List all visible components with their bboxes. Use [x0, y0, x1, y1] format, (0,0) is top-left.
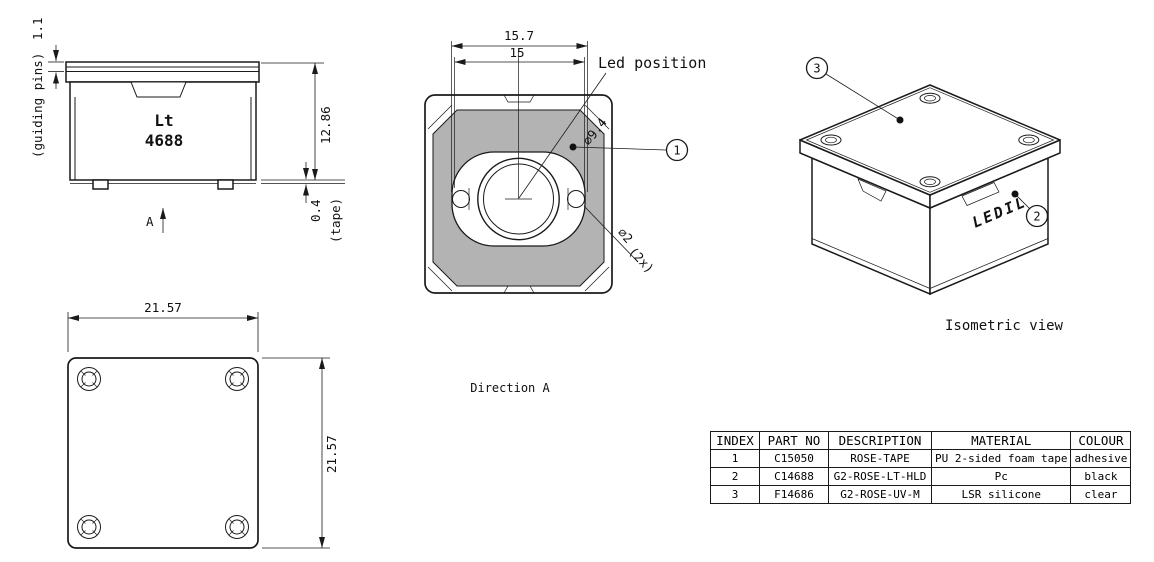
part-marking-line2: 4688 — [145, 131, 184, 150]
dim-front-outer: 15.7 — [451, 28, 588, 192]
balloon-2-label: 2 — [1033, 210, 1040, 224]
dim-pin-hole-count: (2x) — [626, 244, 658, 276]
balloon-3 — [805, 56, 829, 80]
col-header-index: INDEX — [710, 431, 760, 450]
dim-bottom-height: 21.57 — [262, 357, 339, 549]
pin-hole-left — [452, 190, 470, 208]
col-header-material: MATERIAL — [930, 431, 1072, 450]
cell-index: 2 — [710, 467, 760, 486]
guiding-pin-right — [217, 179, 234, 190]
balloon-1-callout: 1 — [569, 138, 689, 162]
col-header-description: DESCRIPTION — [828, 431, 932, 450]
isometric-view-caption: Isometric view — [945, 318, 1064, 334]
iso-top-face-inner-edge — [805, 87, 1055, 193]
iso-corner-hole-left — [820, 134, 842, 146]
iso-clip-left — [857, 178, 887, 202]
side-view-part: Lt 4688 — [65, 61, 260, 190]
corner-hole-top-left — [77, 367, 101, 391]
cell-part-no: C14688 — [759, 467, 829, 486]
cell-material: Pc — [930, 467, 1072, 486]
balloon-1 — [665, 138, 689, 162]
parts-table-row-3: 3 F14686 G2-ROSE-UV-M LSR silicone clear — [710, 485, 1132, 504]
dim-bottom-width-value: 21.57 — [144, 300, 182, 315]
led-position-label: Led position — [598, 54, 706, 72]
dim-bottom-height-value: 21.57 — [324, 435, 339, 473]
side-tab — [130, 81, 187, 98]
col-header-colour: COLOUR — [1070, 431, 1132, 450]
side-view: Lt 4688 1.1 (guiding pins) 12.86 0.4 (ta… — [30, 17, 345, 243]
dim-guiding-pins-note: (guiding pins) — [30, 53, 45, 158]
dim-tape-value: 0.4 — [308, 199, 323, 222]
cell-description: G2-ROSE-LT-HLD — [828, 467, 932, 486]
parts-table: INDEX PART NO DESCRIPTION MATERIAL COLOU… — [710, 431, 1132, 504]
cell-colour: adhesive — [1070, 449, 1132, 468]
cell-colour: clear — [1070, 485, 1132, 504]
dim-tape: 0.4 (tape) — [261, 162, 345, 243]
corner-hole-top-right — [225, 367, 249, 391]
balloon-2 — [1025, 204, 1049, 228]
cell-material: PU 2-sided foam tape — [930, 449, 1072, 468]
corner-hole-bottom-right — [225, 515, 249, 539]
balloon-2-callout: 2 — [1011, 190, 1049, 228]
iso-clip-right — [961, 182, 1000, 206]
direction-a-arrow-label: A — [146, 214, 154, 229]
parts-table-header-row: INDEX PART NO DESCRIPTION MATERIAL COLOU… — [710, 431, 1132, 450]
dim-front-inner-value: 15 — [509, 45, 524, 60]
dim-guiding-pins-value: 1.1 — [30, 17, 45, 40]
dim-front-outer-value: 15.7 — [504, 28, 534, 43]
bottom-body-outline — [67, 357, 259, 549]
cell-description: G2-ROSE-UV-M — [828, 485, 932, 504]
cell-index: 1 — [710, 449, 760, 468]
dim-side-height: 12.86 — [261, 62, 345, 181]
balloon-3-label: 3 — [813, 62, 820, 76]
led-position-callout: Led position — [518, 54, 706, 199]
dim-tape-note: (tape) — [328, 198, 343, 243]
dim-guiding-pins: 1.1 (guiding pins) — [30, 17, 64, 158]
cell-description: ROSE-TAPE — [828, 449, 932, 468]
cell-colour: black — [1070, 467, 1132, 486]
corner-hole-bottom-left — [77, 515, 101, 539]
cell-index: 3 — [710, 485, 760, 504]
iso-top-face — [799, 84, 1061, 196]
front-view-caption: Direction A — [470, 381, 550, 395]
side-body — [69, 81, 257, 181]
bottom-view: 21.57 21.57 — [67, 300, 339, 549]
balloon-1-label: 1 — [673, 144, 680, 158]
cell-part-no: C15050 — [759, 449, 829, 468]
dim-bottom-width: 21.57 — [67, 300, 259, 352]
cell-material: LSR silicone — [930, 485, 1072, 504]
pin-hole-right — [567, 190, 585, 208]
part-marking-line1: Lt — [154, 111, 173, 130]
isometric-view: LEDIL 3 2 Isometric view — [799, 56, 1064, 334]
iso-corner-hole-front — [919, 176, 941, 188]
dim-side-height-value: 12.86 — [318, 106, 333, 144]
guiding-pin-left — [92, 179, 109, 190]
col-header-part-no: PART NO — [759, 431, 829, 450]
iso-corner-hole-back — [919, 92, 941, 104]
parts-table-row-2: 2 C14688 G2-ROSE-LT-HLD Pc black — [710, 467, 1132, 486]
dim-front-inner: 15 — [454, 45, 585, 188]
parts-table-row-1: 1 C15050 ROSE-TAPE PU 2-sided foam tape … — [710, 449, 1132, 468]
balloon-3-callout: 3 — [805, 56, 904, 124]
dim-pin-hole-diameter: ⌀2 — [615, 225, 636, 246]
cell-part-no: F14686 — [759, 485, 829, 504]
iso-corner-hole-right — [1018, 134, 1040, 146]
front-view: 15.7 15 Led position 1 ⌀9.4 ⌀2 (2x) Dire… — [424, 28, 706, 395]
direction-a-arrow: A — [146, 208, 166, 233]
